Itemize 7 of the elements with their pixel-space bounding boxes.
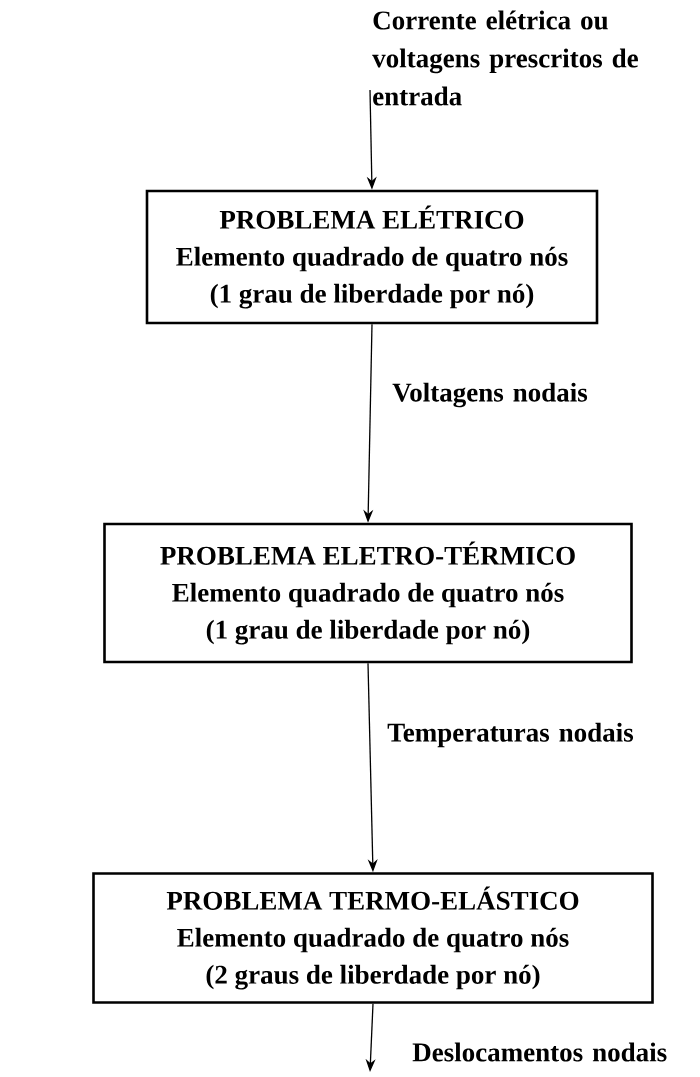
edge-label: Deslocamentos nodais (412, 1042, 667, 1062)
process-box: PROBLEMA TERMO-ELÁSTICO Elemento quadrado de quatro nós (2 graus de liberdade por nó) (92, 872, 654, 1004)
edge-label: Voltagens nodais (392, 382, 588, 408)
process-box: PROBLEMA ELÉTRICO Elemento quadrado de quatro nós (1 grau de liberdade por nó) (145, 189, 599, 325)
edge-label: Corrente elétrica ou voltagens prescritos de entrada (372, 10, 638, 106)
edge-label: Temperaturas nodais (387, 722, 634, 748)
process-box: PROBLEMA ELETRO-TÉRMICO Elemento quadrado de quatro nós (1 grau de liberdade por nó) (103, 522, 633, 664)
